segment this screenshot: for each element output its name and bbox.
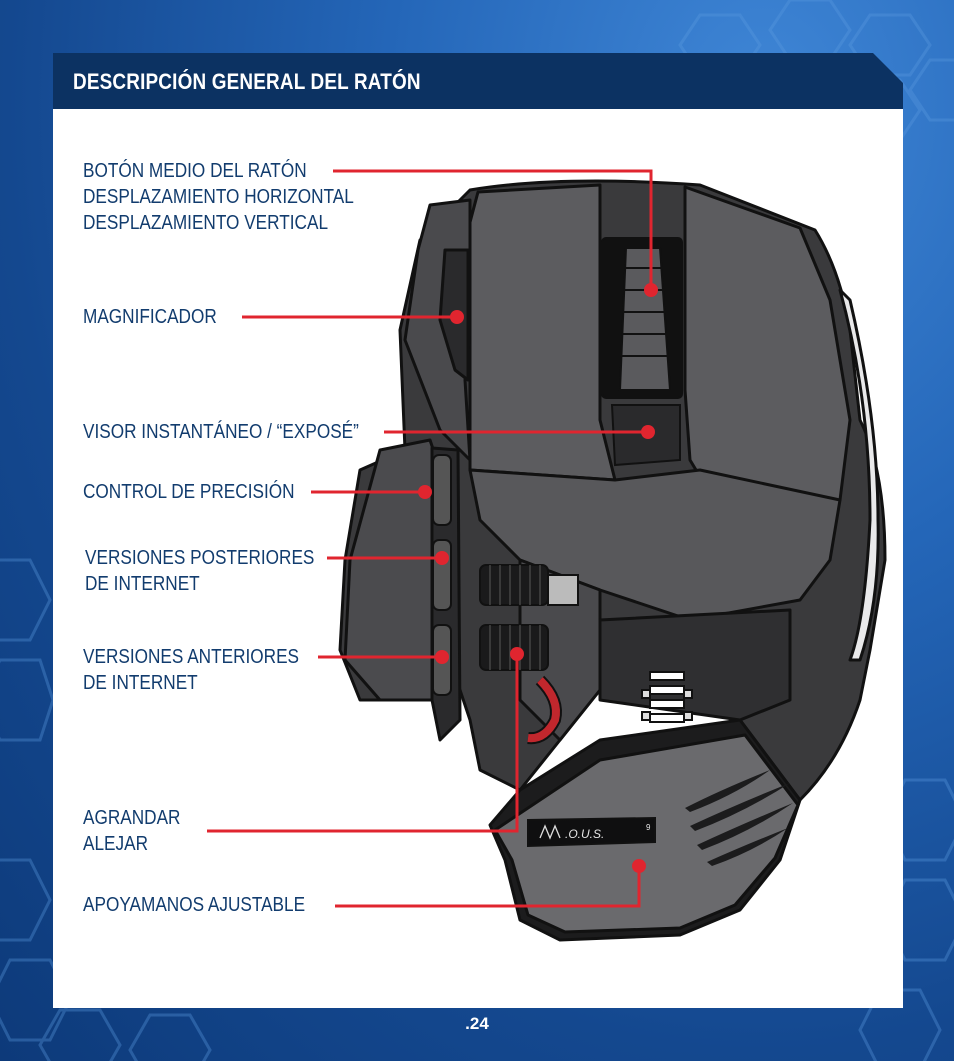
svg-text:.O.U.S.: .O.U.S. (565, 827, 604, 841)
label-magnifier-line1: MAGNIFICADOR (83, 306, 217, 328)
label-zoom-line2: ALEJAR (83, 833, 149, 855)
header-bar: DESCRIPCIÓN GENERAL DEL RATÓN (53, 53, 903, 109)
callout-dot-magnifier (450, 310, 464, 324)
callout-dot-precision (418, 485, 432, 499)
label-internet-back: VERSIONES ANTERIORES DE INTERNET (83, 644, 299, 696)
label-internet-forward-line2: DE INTERNET (85, 573, 200, 595)
callout-dot-middle-button (644, 283, 658, 297)
callout-dot-forward (435, 551, 449, 565)
label-middle-button-line3: DESPLAZAMIENTO VERTICAL (83, 212, 329, 234)
page-title: DESCRIPCIÓN GENERAL DEL RATÓN (73, 69, 421, 94)
page-number: .24 (465, 1014, 489, 1033)
label-expose: VISOR INSTANTÁNEO / “EXPOSÉ” (83, 419, 359, 445)
label-middle-button-line2: DESPLAZAMIENTO HORIZONTAL (83, 186, 354, 208)
label-magnifier: MAGNIFICADOR (83, 304, 217, 330)
label-internet-forward: VERSIONES POSTERIORES DE INTERNET (85, 545, 314, 597)
callout-dot-palm-rest (632, 859, 646, 873)
product-logo: .O.U.S. 9 (539, 823, 651, 841)
label-zoom: AGRANDAR ALEJAR (83, 805, 180, 857)
callout-dot-expose (641, 425, 655, 439)
callout-dot-zoom (510, 647, 524, 661)
label-middle-button-line1: BOTÓN MEDIO DEL RATÓN (83, 160, 307, 182)
svg-text:9: 9 (646, 823, 651, 832)
label-middle-button: BOTÓN MEDIO DEL RATÓN DESPLAZAMIENTO HOR… (83, 158, 354, 236)
callout-dot-back (435, 650, 449, 664)
label-precision: CONTROL DE PRECISIÓN (83, 479, 295, 505)
label-expose-line1: VISOR INSTANTÁNEO / “EXPOSÉ” (83, 421, 359, 443)
label-palm-rest: APOYAMANOS AJUSTABLE (83, 892, 305, 918)
label-zoom-line1: AGRANDAR (83, 807, 181, 829)
label-internet-back-line1: VERSIONES ANTERIORES (83, 646, 300, 668)
label-internet-forward-line1: VERSIONES POSTERIORES (85, 547, 315, 569)
claw-mark-logo (685, 770, 793, 866)
label-internet-back-line2: DE INTERNET (83, 672, 198, 694)
label-palm-rest-line1: APOYAMANOS AJUSTABLE (83, 894, 306, 916)
label-precision-line1: CONTROL DE PRECISIÓN (83, 481, 295, 503)
